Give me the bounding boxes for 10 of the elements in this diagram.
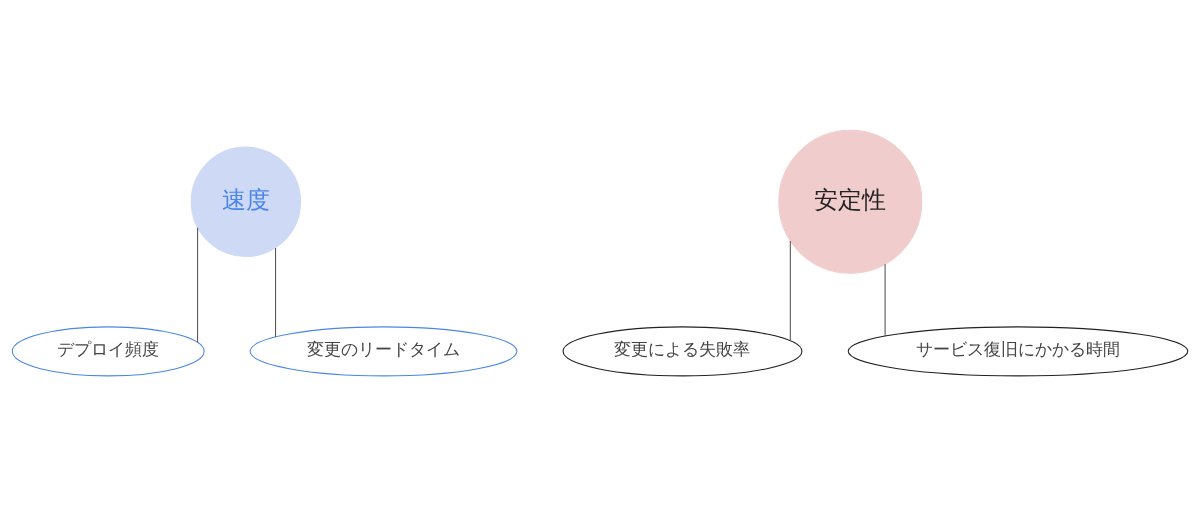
node-ellipse: 変更のリードタイム [249, 325, 518, 376]
node-ellipse: サービス復旧にかかる時間 [847, 325, 1189, 376]
node-ellipse: 変更による失敗率 [562, 325, 803, 376]
node-ellipse: デプロイ頻度 [11, 325, 205, 376]
connector [275, 246, 277, 337]
connector [884, 263, 886, 337]
node-circle: 速度 [190, 146, 302, 257]
connector [197, 226, 199, 343]
connector [789, 240, 791, 341]
node-circle: 安定性 [778, 129, 923, 274]
